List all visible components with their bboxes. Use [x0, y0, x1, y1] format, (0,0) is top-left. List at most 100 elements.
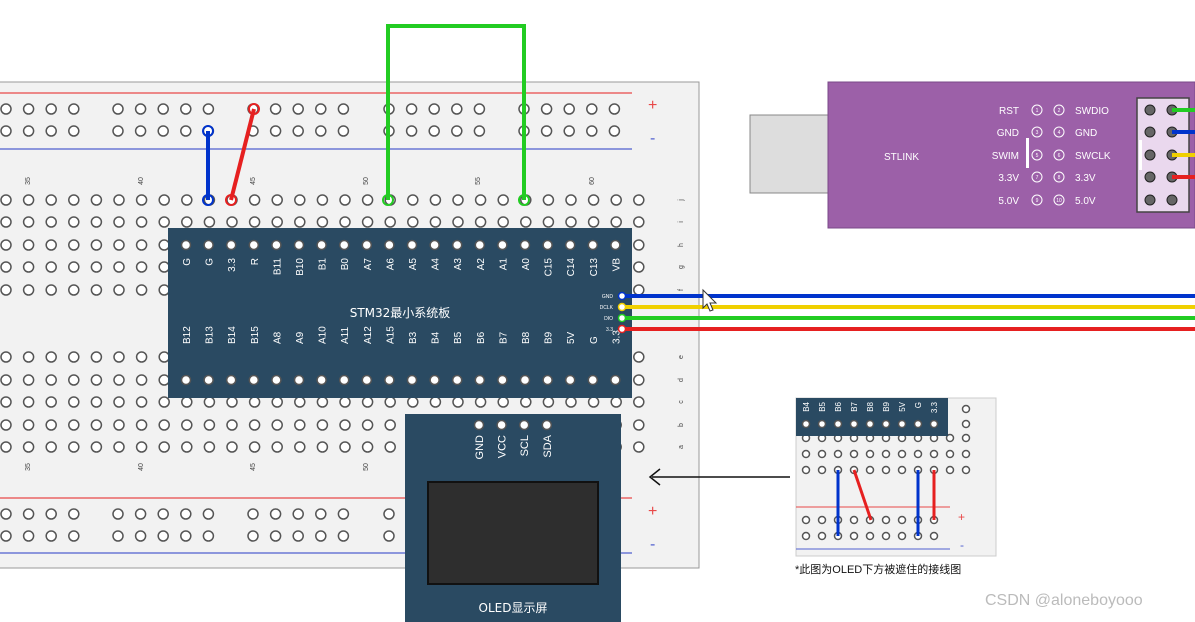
stm32-pin-label: A4	[431, 258, 442, 271]
watermark: CSDN @aloneboyooo	[985, 592, 1143, 609]
breadboard-hole	[90, 261, 103, 273]
inset-hole	[817, 465, 827, 475]
breadboard-hole	[339, 216, 351, 228]
stm32-pin-label: C14	[566, 258, 577, 277]
breadboard-hole	[45, 351, 57, 363]
oled-pin-holes	[473, 419, 553, 431]
breadboard-hole	[271, 396, 283, 408]
oled-pin-hole	[473, 419, 485, 431]
rail-hole	[68, 508, 80, 520]
rail-hole	[134, 508, 147, 520]
stm32-pin-hole	[271, 239, 282, 251]
breadboard-hole	[22, 351, 35, 363]
stm32-pin-hole	[451, 239, 463, 251]
breadboard-hole	[135, 216, 148, 228]
stm32-pin-hole	[497, 374, 508, 386]
breadboard-hole	[497, 216, 509, 228]
inset-pin-label: 5V	[898, 401, 907, 411]
breadboard-hole	[0, 194, 12, 206]
breadboard-hole	[181, 216, 193, 228]
breadboard-hole	[294, 396, 306, 408]
inset-rail-hole	[929, 531, 939, 541]
breadboard-hole	[226, 419, 238, 431]
stlink-pin	[1031, 126, 1043, 138]
inset-rail-hole	[881, 531, 891, 541]
inset-hole	[849, 449, 859, 459]
column-number: 50	[363, 177, 370, 185]
rail-hole	[45, 125, 57, 137]
side-pin	[617, 324, 627, 334]
column-number: 55	[475, 177, 482, 185]
inset-hole	[897, 465, 907, 475]
breadboard-hole	[542, 194, 555, 206]
breadboard-hole	[135, 419, 148, 431]
inset-pin-hole	[801, 419, 811, 429]
breadboard-hole	[633, 441, 645, 453]
column-number: 40	[138, 177, 145, 185]
rail-plus-bottom: +	[648, 503, 657, 520]
stm32-pin-label: B14	[227, 326, 238, 344]
oled-pin-label: SDA	[542, 434, 554, 457]
rail-hole	[315, 508, 327, 520]
inset-hole	[945, 465, 955, 475]
breadboard-hole	[113, 419, 125, 431]
breadboard-hole	[271, 441, 283, 453]
breadboard-hole	[316, 396, 329, 408]
breadboard-hole	[0, 351, 12, 363]
rail-hole	[563, 125, 575, 137]
rail-hole	[337, 103, 350, 115]
stm32-pin-hole	[271, 374, 282, 386]
inset-pin-hole	[897, 419, 907, 429]
breadboard-hole	[158, 351, 170, 363]
inset-pin-hole	[929, 419, 939, 429]
row-letter: e	[678, 355, 685, 359]
stm32-pin-hole	[180, 374, 192, 386]
stlink-pin-number: 2	[1058, 108, 1061, 114]
row-letter: c	[678, 400, 685, 404]
stlink-pin-number: 9	[1036, 198, 1039, 204]
oled-screen	[427, 481, 599, 585]
breadboard-hole	[135, 194, 148, 206]
wire-end	[382, 194, 394, 206]
rail-hole	[134, 103, 147, 115]
breadboard-hole	[135, 374, 148, 386]
inset-pin-label: G	[914, 402, 923, 408]
breadboard-hole	[45, 284, 57, 296]
rail-minus-bottom: -	[650, 536, 655, 553]
rail-hole	[337, 508, 350, 520]
stm32-bottom-pin-holes	[180, 374, 621, 386]
rail-hole	[112, 103, 124, 115]
stm32-pin-hole	[293, 239, 305, 251]
connector-hole	[1144, 171, 1156, 183]
inset-hole	[801, 449, 811, 459]
breadboard-hole	[45, 374, 57, 386]
breadboard-hole	[90, 284, 103, 296]
rail-hole	[451, 125, 463, 137]
stlink-pin	[1053, 149, 1065, 161]
stm32-pin-label: 3.3	[227, 258, 238, 272]
breadboard-hole	[294, 216, 306, 228]
breadboard-hole	[181, 396, 193, 408]
rail-plus-top: +	[648, 97, 657, 114]
breadboard-hole	[587, 216, 600, 228]
rail-hole	[608, 103, 621, 115]
rail-hole	[180, 125, 192, 137]
stm32-pin-label: A3	[453, 258, 464, 271]
stm32-pin-label: A2	[476, 258, 487, 271]
breadboard-hole	[22, 419, 35, 431]
row-letter: a	[678, 445, 685, 449]
rail-hole	[180, 530, 192, 542]
wire-end	[518, 194, 530, 206]
rail-hole	[337, 125, 350, 137]
stlink-right-label: SWCLK	[1075, 151, 1111, 162]
side-pin	[617, 291, 627, 301]
breadboard-hole	[226, 396, 238, 408]
stlink-pin-number: 4	[1058, 130, 1061, 136]
rail-hole	[247, 530, 259, 542]
stm32-pin-hole	[225, 374, 237, 386]
breadboard-hole	[113, 261, 125, 273]
rail-hole	[0, 508, 12, 520]
inset-hole	[961, 419, 971, 429]
breadboard-hole	[113, 441, 125, 453]
rail-hole	[180, 508, 192, 520]
